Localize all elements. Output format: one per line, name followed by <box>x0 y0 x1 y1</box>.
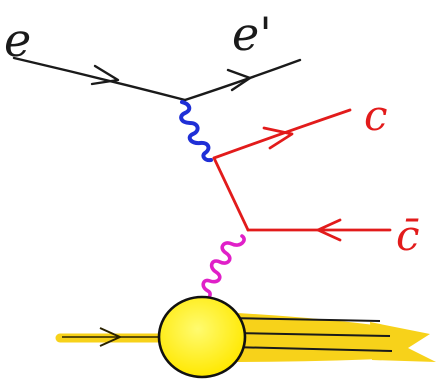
incoming-electron-arrow <box>90 64 120 86</box>
gluon <box>201 234 246 302</box>
proton-beam <box>55 312 436 362</box>
electron-lines <box>12 56 302 102</box>
remnant-line-3 <box>231 346 393 352</box>
label-electron-in: e <box>4 13 31 67</box>
virtual-photon <box>179 100 213 163</box>
incoming-electron-line <box>12 56 187 102</box>
proton <box>157 295 247 379</box>
particle-labels: e e' c c̄ <box>4 7 420 260</box>
label-electron-out: e' <box>232 7 272 61</box>
label-anticharm: c̄ <box>396 211 420 260</box>
incoming-beam-arrow <box>99 327 121 347</box>
charm-quark-arrow <box>262 126 294 150</box>
outgoing-electron-line <box>183 58 302 102</box>
exchanged-quark-line <box>212 156 250 232</box>
proton-remnant-glow-tip <box>370 322 436 362</box>
quark-lines <box>212 108 392 242</box>
remnant-line-1 <box>227 317 381 322</box>
anticharm-quark-arrow <box>316 218 342 242</box>
label-charm: c <box>364 91 388 140</box>
remnant-line-2 <box>231 332 391 337</box>
charm-quark-line <box>212 108 352 160</box>
outgoing-electron-arrow <box>226 68 252 92</box>
